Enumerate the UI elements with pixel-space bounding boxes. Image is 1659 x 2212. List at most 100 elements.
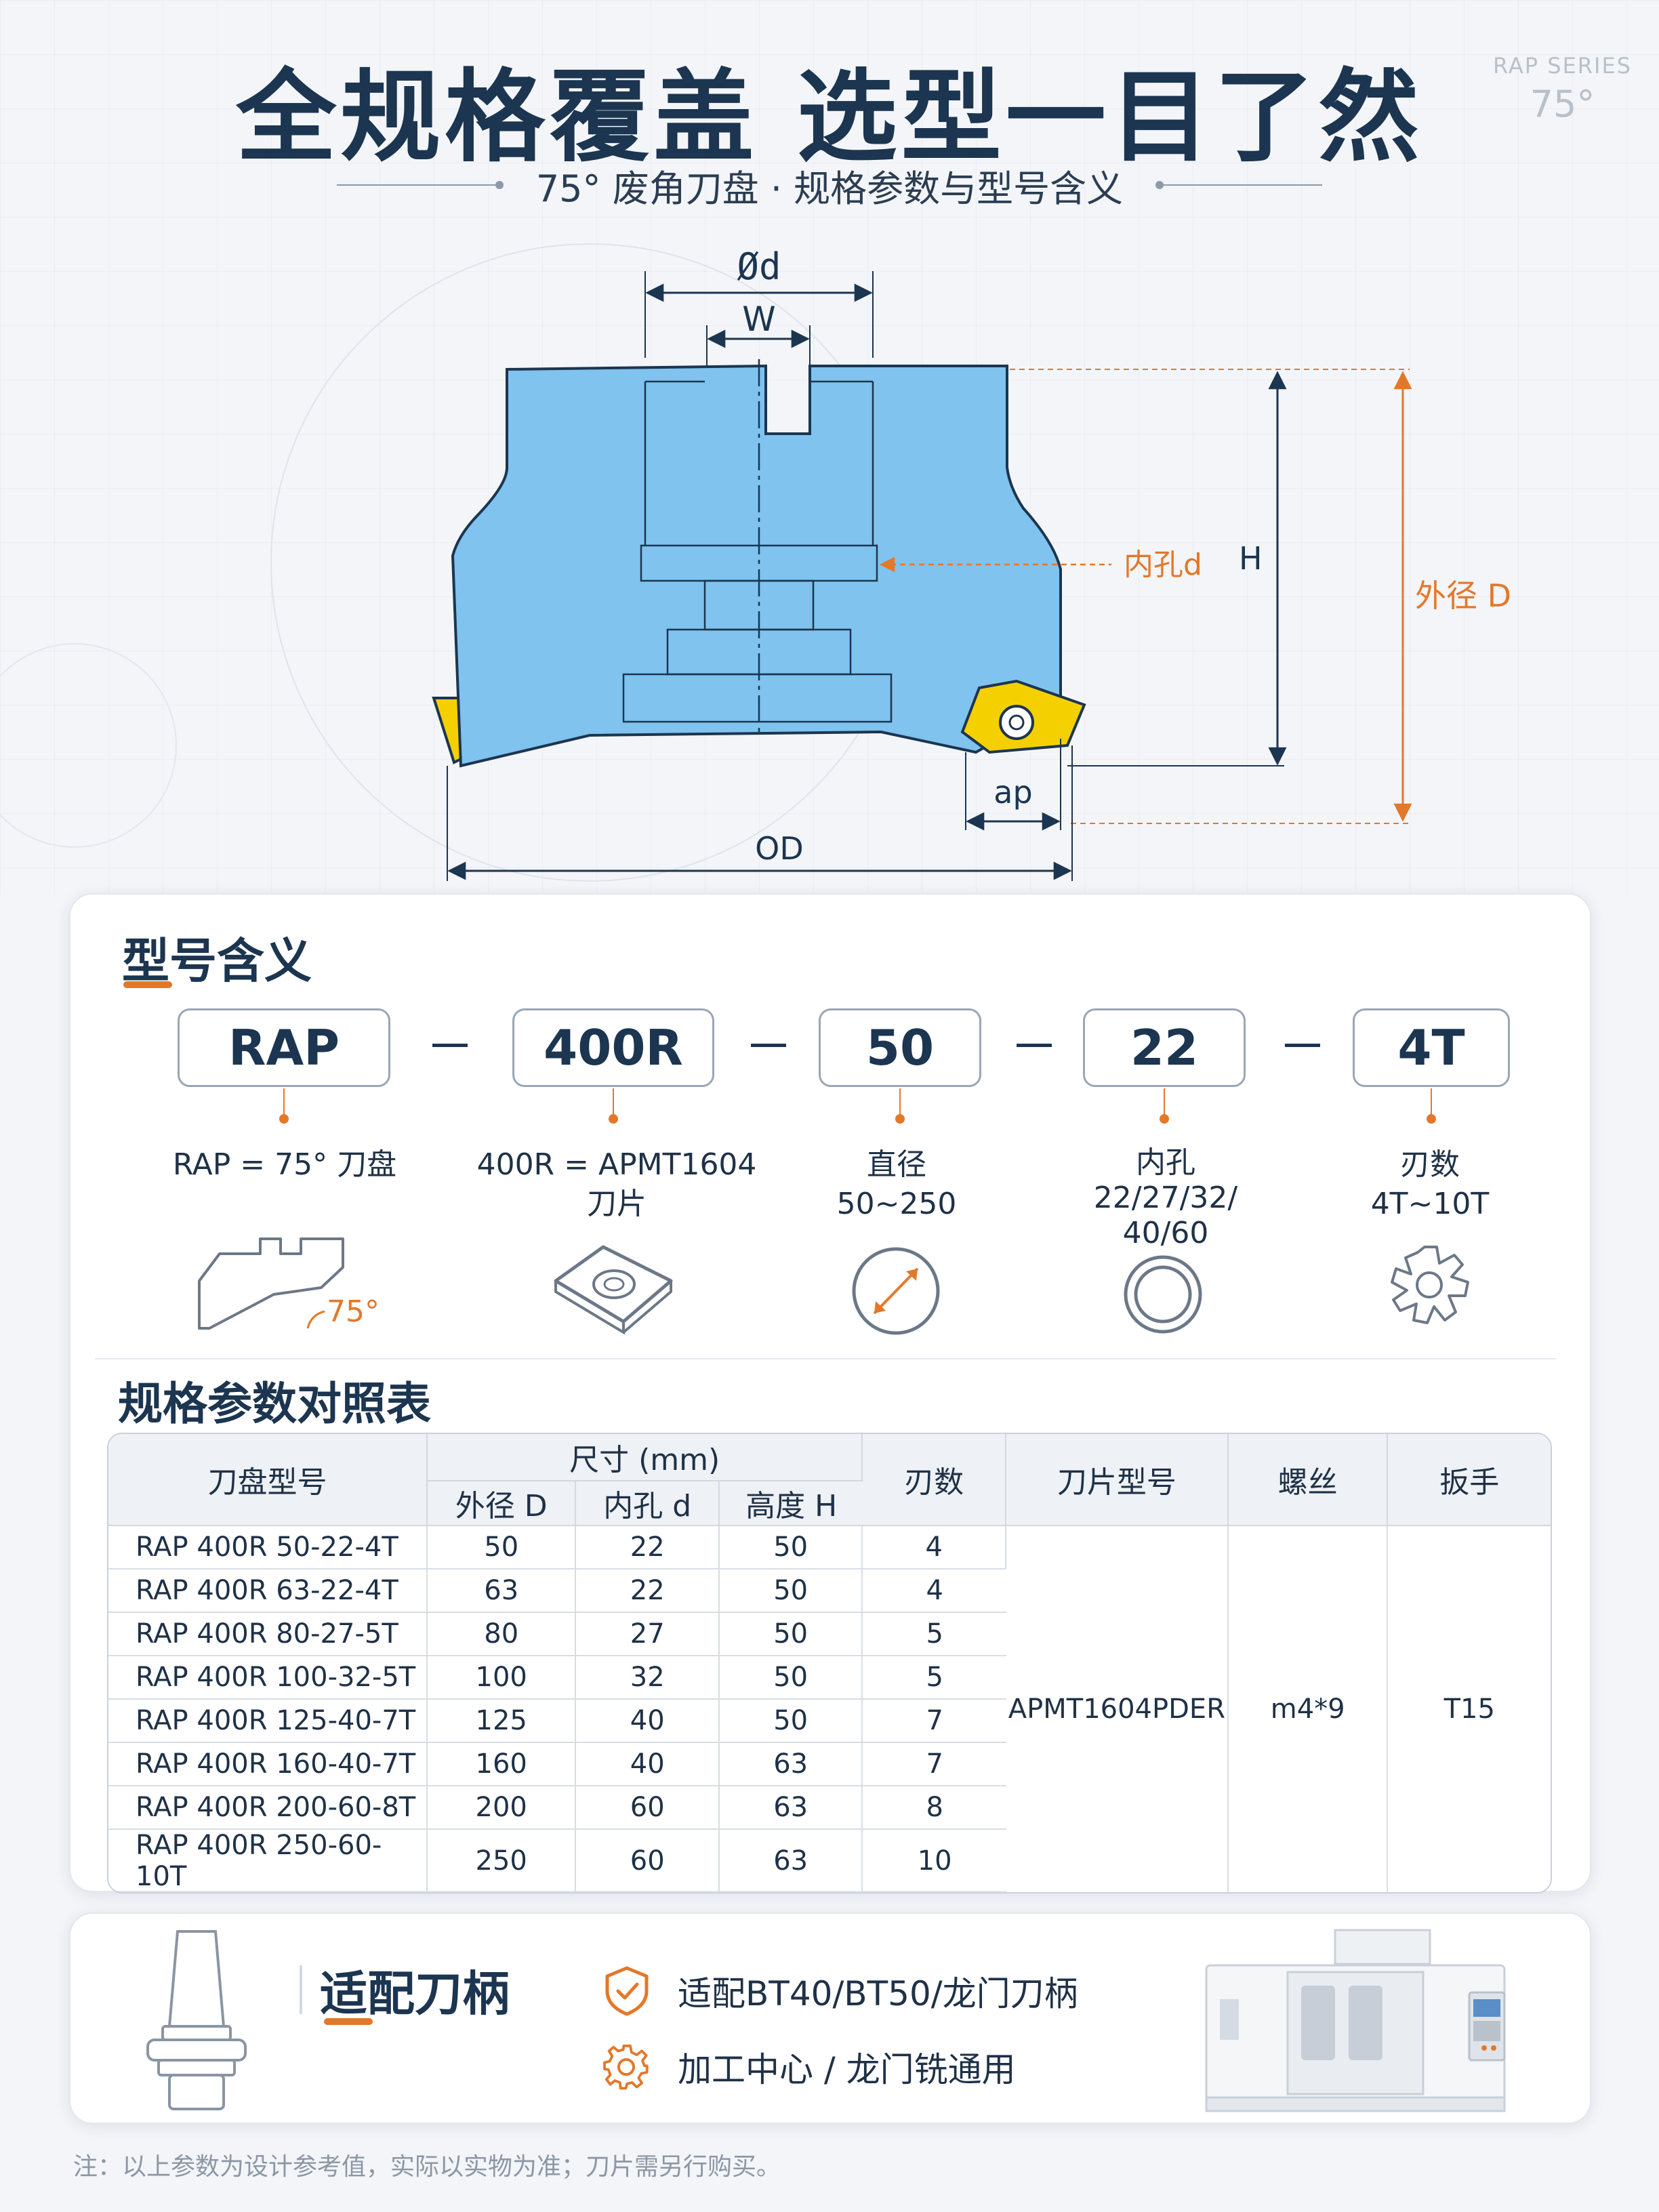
connector-line — [899, 1088, 901, 1117]
col-header-model: 刀盘型号 — [108, 1434, 428, 1526]
cell-height-h: 50 — [719, 1700, 863, 1743]
connector-line — [283, 1088, 285, 1117]
subtitle-divider-left — [336, 181, 504, 189]
connector-line — [1164, 1088, 1165, 1117]
col-header-inner-d: 内孔 d — [576, 1481, 720, 1526]
code-desc-400r: 400R = APMT1604 刀片 — [474, 1145, 759, 1224]
cell-outer-d: 250 — [428, 1830, 577, 1892]
connector-dot — [1160, 1114, 1169, 1124]
holder-feature-row: 适配BT40/BT50/龙门刀柄 — [603, 1965, 1078, 2017]
code-separator — [751, 1044, 786, 1047]
cell-outer-d: 63 — [427, 1570, 577, 1613]
col-header-size-group: 尺寸 (mm) — [427, 1434, 863, 1481]
code-desc-line: RAP = 75° 刀盘 — [172, 1147, 397, 1182]
code-separator — [432, 1044, 468, 1047]
code-desc-diameter: 直径 50~250 — [792, 1145, 1002, 1224]
code-box-400r: 400R — [512, 1008, 714, 1087]
cell-height-h: 50 — [719, 1613, 863, 1656]
cell-height-h: 50 — [719, 1570, 863, 1613]
cell-outer-d: 100 — [427, 1656, 577, 1700]
cell-screw: m4*9 — [1228, 1526, 1389, 1892]
holder-divider — [300, 1965, 302, 2014]
connector-dot — [1427, 1114, 1436, 1124]
cell-wrench: T15 — [1388, 1526, 1551, 1892]
gear-cutter-icon — [1391, 1246, 1469, 1324]
cell-teeth: 8 — [863, 1786, 1006, 1830]
subtitle-row: 75° 废角刀盘 · 规格参数与型号含义 — [0, 161, 1659, 210]
cell-height-h: 50 — [719, 1526, 863, 1570]
series-badge: RAP SERIES 75° — [1493, 53, 1632, 125]
cell-teeth: 7 — [863, 1700, 1006, 1743]
series-angle: 75° — [1530, 83, 1595, 125]
cell-height-h: 63 — [720, 1830, 863, 1892]
table-row: RAP 400R 63-22-4T 63 22 50 4 — [108, 1570, 1551, 1613]
code-desc-line: 直径 — [867, 1147, 926, 1182]
holder-feature-text: 适配BT40/BT50/龙门刀柄 — [678, 1974, 1078, 2013]
table-row: RAP 400R 125-40-7T 125 40 50 7 — [108, 1700, 1551, 1743]
page-subtitle: 75° 废角刀盘 · 规格参数与型号含义 — [535, 167, 1124, 210]
label-inner-d: 内孔d — [1124, 548, 1202, 582]
cutter-body — [451, 364, 1062, 768]
page-title: 全规格覆盖 选型一目了然 — [236, 59, 1423, 176]
code-desc-line: 400R = APMT1604 — [476, 1147, 757, 1182]
angle-label: 75° — [327, 1294, 380, 1329]
cell-model: RAP 400R 63-22-4T — [108, 1570, 428, 1613]
code-separator — [1017, 1044, 1052, 1047]
cell-inner-d: 60 — [576, 1786, 720, 1830]
cell-outer-d: 50 — [427, 1526, 577, 1570]
cell-teeth: 5 — [863, 1656, 1006, 1700]
code-box-bore: 22 — [1083, 1008, 1246, 1087]
right-insert — [960, 679, 1086, 754]
connector-dot — [609, 1114, 618, 1124]
cell-teeth: 5 — [863, 1613, 1006, 1656]
code-box-diameter: 50 — [819, 1008, 981, 1087]
cell-inner-d: 40 — [576, 1700, 720, 1743]
model-meaning-title: 型号含义 — [122, 933, 312, 989]
col-header-height-h: 高度 H — [719, 1481, 863, 1526]
table-row: RAP 400R 50-22-4T 50 22 50 4 APMT1604PDE… — [108, 1526, 1551, 1892]
cell-model: RAP 400R 160-40-7T — [108, 1743, 428, 1786]
holder-feature-row: 加工中心 / 龙门铣通用 — [603, 2043, 1016, 2091]
table-row: RAP 400R 250-60-10T 250 60 63 10 — [108, 1830, 1551, 1892]
connector-dot — [279, 1114, 289, 1124]
col-header-teeth: 刃数 — [863, 1434, 1006, 1526]
code-desc-line: 4T~10T — [1370, 1187, 1490, 1221]
holder-feature-text: 加工中心 / 龙门铣通用 — [678, 2050, 1016, 2089]
inner-bore-lines — [622, 359, 893, 735]
col-header-wrench: 扳手 — [1388, 1434, 1551, 1526]
dim-w — [706, 325, 811, 366]
cell-teeth: 4 — [863, 1570, 1006, 1613]
subtitle-divider-right — [1155, 181, 1323, 189]
cell-model: RAP 400R 100-32-5T — [108, 1656, 428, 1700]
section-divider — [95, 1358, 1556, 1359]
code-desc-line: 50~250 — [836, 1187, 957, 1221]
cell-inner-d: 22 — [576, 1526, 720, 1570]
footer-note: 注：以上参数为设计参考值，实际以实物为准；刀片需另行购买。 — [73, 2153, 781, 2181]
cell-teeth: 10 — [917, 1845, 952, 1877]
code-desc-line: 内孔 — [1136, 1145, 1195, 1180]
tool-holder-icon — [146, 1930, 247, 2110]
cell-outer-d: 125 — [427, 1700, 577, 1743]
code-desc-line: 刃数 — [1400, 1147, 1460, 1182]
connector-dot — [895, 1114, 905, 1124]
cell-model: RAP 400R 50-22-4T — [108, 1526, 428, 1570]
holder-title: 适配刀柄 — [320, 1966, 510, 2022]
cell-inner-d: 60 — [576, 1830, 720, 1892]
cell-model: RAP 400R 80-27-5T — [108, 1613, 428, 1656]
table-row: RAP 400R 200-60-8T 200 60 63 8 — [108, 1786, 1551, 1830]
cutter-diagram: Ød W 内孔d H 外径 D ap OD — [0, 243, 1511, 882]
shield-check-icon — [605, 1966, 649, 2016]
cell-inner-d: 40 — [576, 1743, 720, 1786]
cell-inner-d: 27 — [576, 1613, 720, 1656]
col-header-screw: 螺丝 — [1228, 1434, 1389, 1526]
col-header-insert: 刀片型号 — [1006, 1434, 1229, 1526]
label-ap: ap — [994, 774, 1032, 811]
cell-height-h: 63 — [719, 1743, 863, 1786]
cell-model: RAP 400R 200-60-8T — [108, 1786, 428, 1830]
cell-outer-d: 200 — [427, 1786, 577, 1830]
label-0d: Ød — [737, 245, 781, 288]
code-desc-line: 22/27/32/ — [1093, 1181, 1238, 1215]
code-desc-rap: RAP = 75° 刀盘 — [149, 1145, 420, 1185]
cell-model: RAP 400R 125-40-7T — [108, 1700, 428, 1743]
code-desc-line: 40/60 — [1122, 1216, 1209, 1250]
